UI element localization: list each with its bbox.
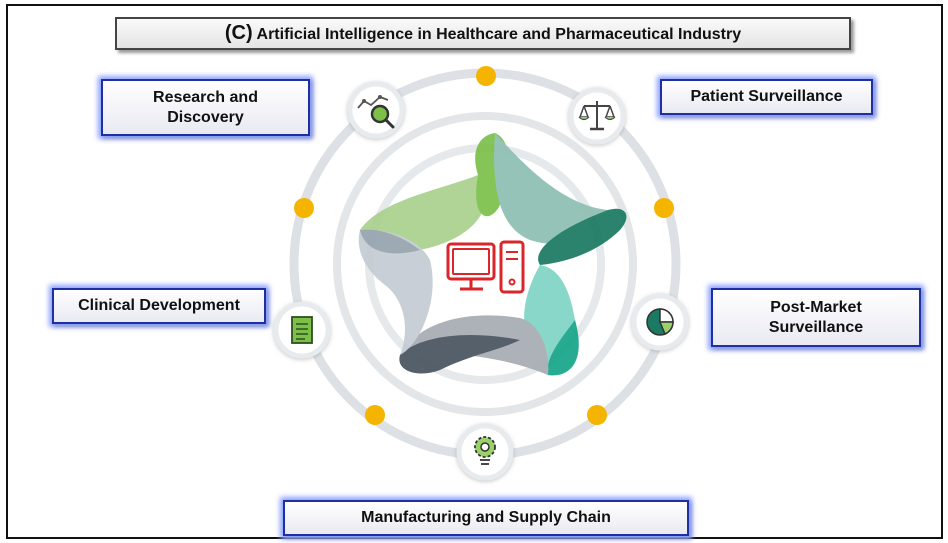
ring-dots	[294, 66, 674, 425]
gear-bulb-icon	[456, 423, 514, 481]
label-post-market-surveillance: Post-Market Surveillance	[711, 288, 921, 347]
label-patient-surveillance: Patient Surveillance	[660, 79, 873, 115]
document-icon	[273, 301, 331, 359]
magnifier-graph-icon	[347, 81, 405, 139]
ring-dot	[476, 66, 496, 86]
panel-tag: (C)	[224, 22, 253, 44]
scales-icon	[568, 87, 626, 145]
ring-dot	[587, 405, 607, 425]
label-research-and-discovery: Research and Discovery	[101, 79, 310, 136]
figure-title: (C) Artificial Intelligence in Healthcar…	[115, 17, 851, 50]
label-clinical-development: Clinical Development	[52, 288, 266, 324]
label-text: Patient Surveillance	[690, 88, 843, 105]
label-manufacturing-and-supply-chain: Manufacturing and Supply Chain	[283, 500, 689, 536]
label-text: Post-Market Surveillance	[768, 298, 864, 336]
label-text: Research and Discovery	[153, 88, 258, 126]
star-shape	[358, 133, 627, 376]
label-text: Clinical Development	[78, 297, 240, 314]
title-text: Artificial Intelligence in Healthcare an…	[256, 26, 742, 43]
middle-ring	[333, 112, 637, 416]
label-text: Manufacturing and Supply Chain	[361, 509, 611, 526]
pie-chart-icon	[631, 293, 689, 351]
computer-icon	[446, 240, 525, 294]
ring-dot	[654, 198, 674, 218]
ring-dot	[294, 198, 314, 218]
ring-dot	[365, 405, 385, 425]
